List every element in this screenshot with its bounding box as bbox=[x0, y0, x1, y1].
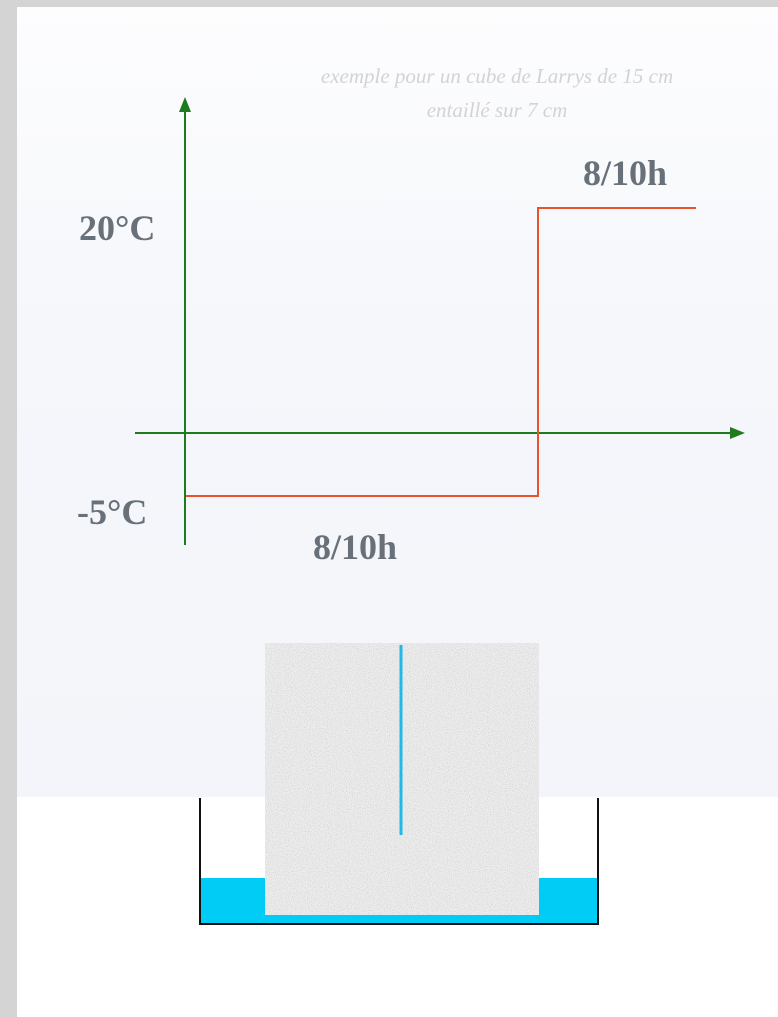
y-axis-arrow bbox=[179, 97, 191, 112]
label-20c: 20°C bbox=[79, 208, 156, 248]
stone-cube bbox=[265, 643, 539, 915]
caption-line-1: exemple pour un cube de Larrys de 15 cm bbox=[320, 64, 674, 88]
label-high-duration: 8/10h bbox=[583, 153, 668, 193]
label-minus-5c: -5°C bbox=[77, 492, 148, 532]
axes bbox=[135, 97, 745, 545]
label-low-duration: 8/10h bbox=[313, 527, 398, 567]
diagram-svg bbox=[135, 97, 745, 925]
temperature-curve bbox=[186, 207, 696, 497]
caption-line-2: entaillé sur 7 cm bbox=[426, 98, 568, 122]
caption: exemple pour un cube de Larrys de 15 cm … bbox=[202, 59, 778, 127]
x-axis-arrow bbox=[730, 427, 745, 439]
figure-canvas: exemple pour un cube de Larrys de 15 cm … bbox=[17, 7, 778, 1017]
